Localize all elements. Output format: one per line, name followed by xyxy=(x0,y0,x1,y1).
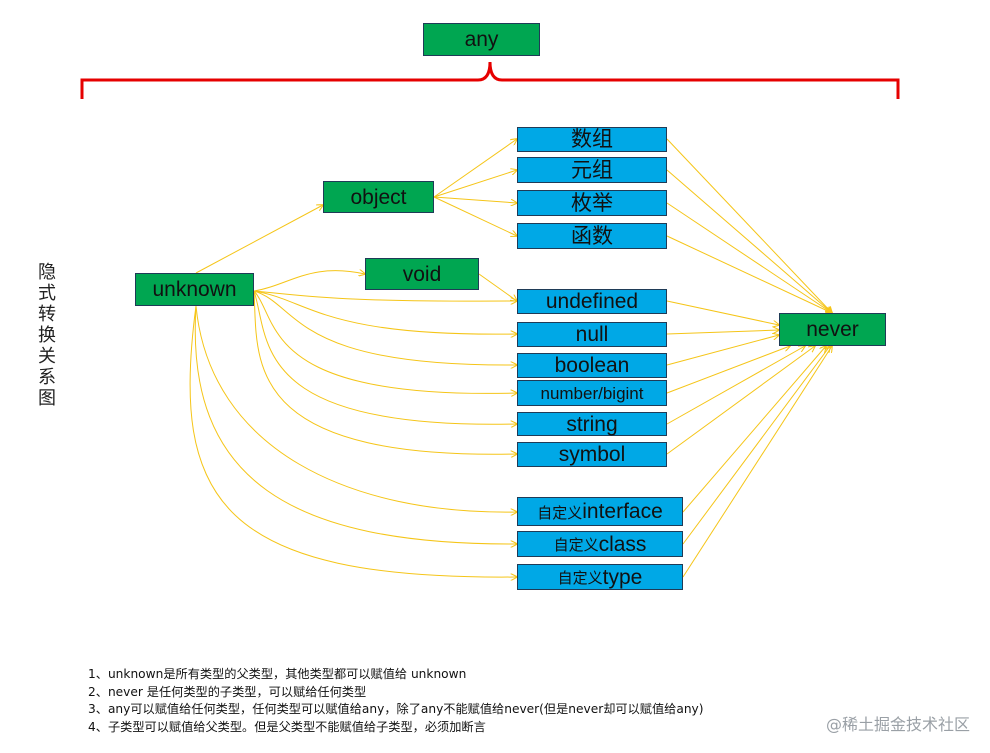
edge-unknown-class xyxy=(194,305,517,544)
edge-string-never xyxy=(666,346,805,425)
edge-tuple-never xyxy=(666,169,832,313)
node-function: 函数 xyxy=(517,223,667,249)
node-boolean-label: boolean xyxy=(554,354,630,377)
watermark: @稀土掘金技术社区 xyxy=(825,715,970,734)
notes: 1、unknown是所有类型的父类型，其他类型都可以赋值给 unknown 2、… xyxy=(88,666,704,736)
custom-prefix-label: 自定义 xyxy=(537,503,583,522)
node-custom-class-label: class xyxy=(598,532,647,556)
node-object-label: object xyxy=(350,185,407,209)
edge-unknown-void xyxy=(253,271,365,292)
node-any: any xyxy=(423,23,540,56)
edge-number-bigint-never xyxy=(666,346,790,394)
node-array-label: 数组 xyxy=(571,127,613,151)
edge-array-never xyxy=(666,138,832,313)
edge-unknown-symbol xyxy=(253,290,517,454)
edge-boolean-never xyxy=(666,335,779,366)
side-label: 隐式转换关系图 xyxy=(38,262,56,409)
edge-unknown-number-bigint xyxy=(253,290,517,393)
note-2: 2、never 是任何类型的子类型，可以赋给任何类型 xyxy=(88,684,367,699)
node-boolean: boolean xyxy=(517,353,667,378)
node-void-label: void xyxy=(402,262,442,286)
edge-null-never xyxy=(666,330,779,335)
edge-enum-never xyxy=(666,202,832,313)
node-tuple-label: 元组 xyxy=(571,157,613,182)
node-unknown: unknown xyxy=(135,273,254,306)
node-number-bigint: number/bigint xyxy=(517,380,667,406)
edge-void-undefined xyxy=(478,273,517,301)
edge-object-array xyxy=(433,139,517,198)
edge-symbol-never xyxy=(666,346,815,455)
note-1: 1、unknown是所有类型的父类型，其他类型都可以赋值给 unknown xyxy=(88,667,467,681)
node-null: null xyxy=(517,322,667,347)
node-string-label: string xyxy=(566,412,618,436)
node-string: string xyxy=(517,412,667,436)
edge-unknown-object xyxy=(195,205,323,274)
custom-prefix-label: 自定义 xyxy=(557,569,603,587)
edge-unknown-boolean xyxy=(253,290,517,365)
note-3: 3、any可以赋值给任何类型，任何类型可以赋值给any，除了any不能赋值给ne… xyxy=(88,702,704,716)
node-symbol: symbol xyxy=(517,442,667,467)
node-undefined: undefined xyxy=(517,289,667,314)
node-never-label: never xyxy=(806,318,859,341)
edge-unknown-string xyxy=(253,290,517,424)
node-enum: 枚举 xyxy=(517,190,667,216)
edge-object-enum xyxy=(433,196,517,203)
custom-prefix-label: 自定义 xyxy=(553,536,599,554)
edge-undefined-never xyxy=(666,300,779,325)
edge-class-never xyxy=(682,346,830,545)
edge-unknown-null xyxy=(253,290,517,334)
node-unknown-label: unknown xyxy=(152,278,237,301)
edge-unknown-type xyxy=(189,305,517,577)
node-function-label: 函数 xyxy=(571,223,613,248)
edge-function-never xyxy=(666,235,832,313)
node-array: 数组 xyxy=(517,127,667,152)
edge-object-tuple xyxy=(433,170,517,198)
node-symbol-label: symbol xyxy=(558,443,626,466)
node-tuple: 元组 xyxy=(517,157,667,183)
node-any-label: any xyxy=(464,28,499,51)
node-number-bigint-label: number/bigint xyxy=(540,383,644,403)
edge-type-never xyxy=(682,346,832,578)
edge-unknown-undefined xyxy=(253,290,517,301)
note-4: 4、子类型可以赋值给父类型。但是父类型不能赋值给子类型，必须加断言 xyxy=(88,719,486,734)
edge-interface-never xyxy=(682,346,826,513)
edge-object-function xyxy=(433,196,517,236)
node-void: void xyxy=(365,258,479,290)
node-object: object xyxy=(323,181,434,213)
node-enum-label: 枚举 xyxy=(571,190,613,215)
brace-bracket xyxy=(80,61,900,99)
node-never: never xyxy=(779,313,886,346)
edge-unknown-interface xyxy=(195,305,517,512)
node-null-label: null xyxy=(575,323,609,346)
node-undefined-label: undefined xyxy=(545,290,639,313)
node-custom-interface-label: interface xyxy=(582,500,663,523)
node-custom-type-label: type xyxy=(602,565,643,589)
